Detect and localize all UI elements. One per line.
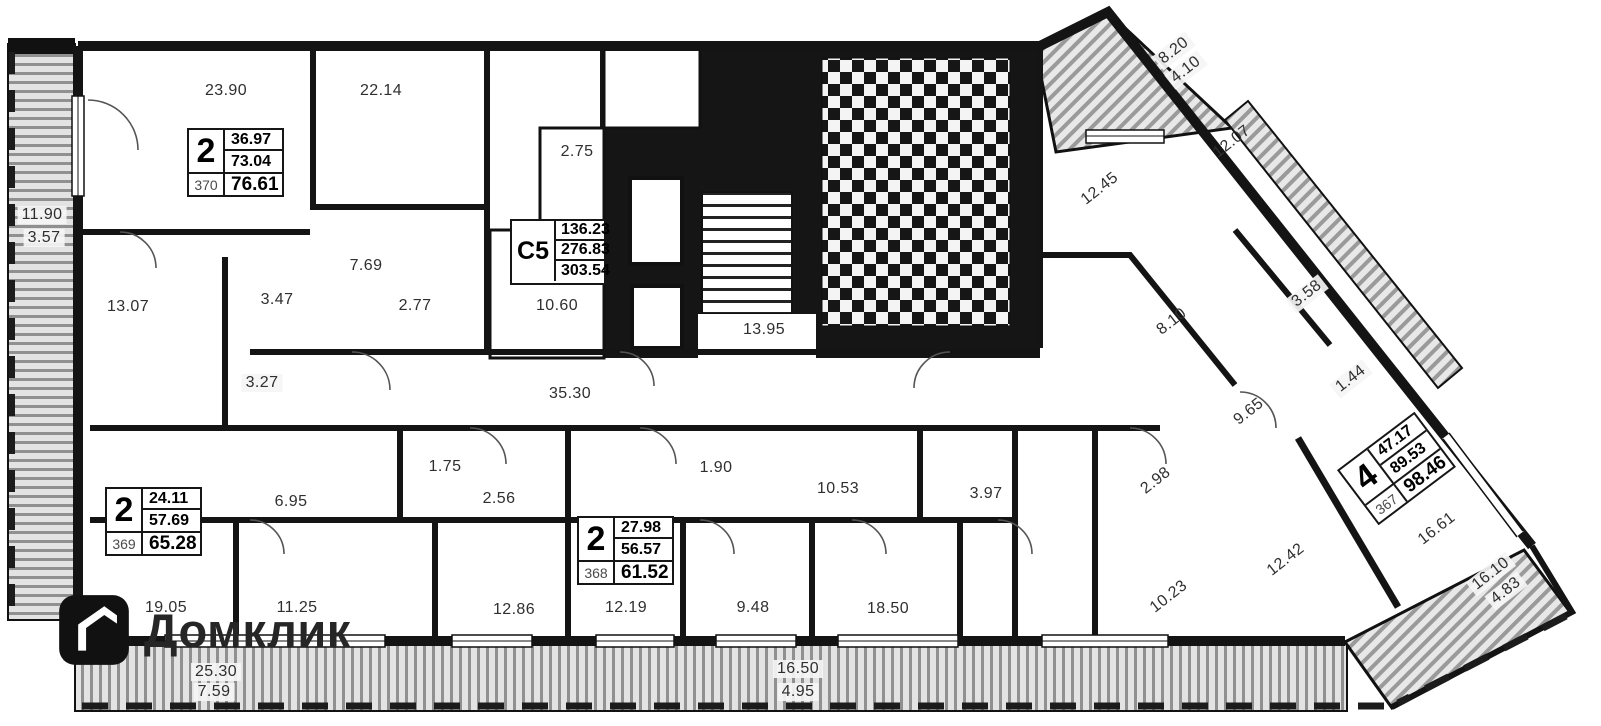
room-area-label: 3.27 [241, 374, 283, 392]
room-area-label: 10.60 [535, 297, 579, 314]
room-area-label: 3.47 [260, 291, 294, 308]
room-area-label: 9.48 [736, 599, 770, 616]
balcony-area-label: 25.30 [190, 663, 242, 681]
windows [71, 95, 1524, 648]
room-area-label: 2.56 [482, 490, 516, 507]
room-area-label: 19.05 [144, 599, 188, 616]
total-area: 303.54 [561, 262, 610, 279]
room-area-label: 22.14 [359, 82, 403, 99]
apartment-number: 369 [107, 531, 143, 554]
domclick-logo-text: Домклик [144, 603, 351, 657]
room-area-label: 7.69 [349, 257, 383, 274]
room-area-label: 18.50 [866, 600, 910, 617]
room-area-label: 2.75 [560, 143, 594, 160]
room-area-label: 3.97 [969, 485, 1003, 502]
domclick-house-icon [59, 595, 129, 665]
room-count: 2 [579, 518, 615, 560]
total-area: 76.61 [225, 172, 282, 195]
elevator-cabin [630, 284, 684, 350]
elevator-cabin [628, 176, 684, 266]
area-no-balcony: 73.04 [231, 152, 272, 170]
staircase [701, 191, 793, 315]
room-area-label: 1.75 [428, 458, 462, 475]
balcony-area-label: 16.50 [772, 660, 824, 678]
room-area-label: 11.90 [17, 206, 67, 224]
room-area-label: 12.86 [492, 601, 536, 618]
door-arcs [87, 99, 1277, 555]
area-no-balcony: 56.57 [621, 540, 662, 558]
room-count: 2 [189, 130, 225, 172]
apartment-number: 368 [579, 560, 615, 583]
elevator-shaft-area [821, 57, 1011, 327]
total-area: 61.52 [615, 560, 672, 583]
room-area-label: 12.19 [604, 599, 648, 616]
room-area-label: 3.57 [23, 229, 65, 247]
balcony-area-label: 7.59 [193, 683, 235, 701]
room-area-label: 1.90 [699, 459, 733, 476]
room-count: С5 [512, 221, 556, 281]
bottom-balcony [74, 640, 1348, 712]
living-area: 27.98 [615, 518, 672, 539]
room-area-label: 23.90 [204, 82, 248, 99]
living-area: 24.11 [143, 489, 200, 510]
apartment-card-c5[interactable]: С5 136.23 276.83 303.54 [510, 219, 610, 285]
apartment-card-370[interactable]: 2 370 36.97 73.04 76.61 [187, 128, 284, 197]
railings [9, 52, 1568, 710]
area-no-balcony: 276.83 [556, 241, 610, 261]
total-area: 65.28 [143, 531, 200, 554]
room-area-label: 35.30 [548, 385, 592, 402]
room-area-label: 13.95 [742, 321, 786, 338]
balcony-area-label: 4.95 [777, 683, 819, 701]
apartment-card-368[interactable]: 2 368 27.98 56.57 61.52 [577, 516, 674, 585]
room-area-label: 13.07 [106, 298, 150, 315]
room-area-label: 11.25 [276, 599, 318, 616]
apartment-number: 370 [189, 172, 225, 195]
room-count: 2 [107, 489, 143, 531]
room-area-label: 10.53 [816, 480, 860, 497]
left-balcony [7, 43, 76, 621]
area-no-balcony: 57.69 [149, 511, 190, 529]
living-area: 136.23 [556, 221, 610, 241]
domclick-logo: Домклик [56, 592, 351, 668]
living-area: 36.97 [225, 130, 282, 151]
room-area-label: 6.95 [274, 493, 308, 510]
diagonal-balcony-strip [1223, 99, 1464, 390]
apartment-card-369[interactable]: 2 369 24.11 57.69 65.28 [105, 487, 202, 556]
room-area-label: 2.77 [398, 297, 432, 314]
